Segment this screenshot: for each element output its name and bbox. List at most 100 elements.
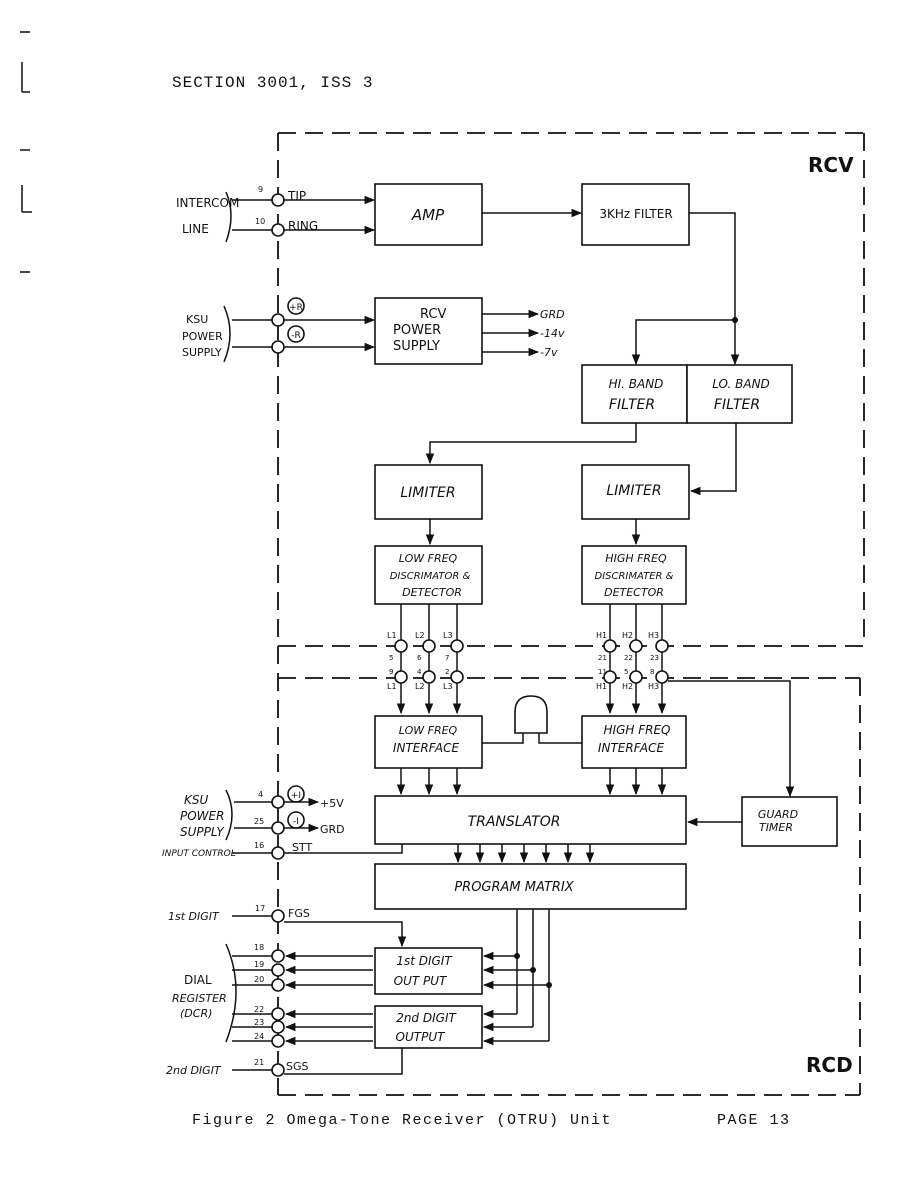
d2-out-label-2: OUTPUT	[396, 1030, 447, 1044]
ring-label: RING	[288, 219, 318, 233]
low-int-label-2: INTERFACE	[393, 741, 460, 755]
rcv-boundary	[278, 132, 865, 647]
dial-register-lines	[232, 949, 373, 1048]
rcd-boundary	[278, 677, 861, 1096]
node-bottom-label: H1	[596, 682, 607, 691]
dcr-terminal	[271, 1007, 285, 1021]
d1-out-label-1: 1st DIGIT	[396, 954, 453, 968]
plus-i-pin: 4	[258, 790, 263, 799]
node-bottom-label: H3	[648, 682, 659, 691]
translator-output-lines	[453, 844, 595, 864]
ksu1-label-2: POWER	[182, 330, 223, 343]
low-disc-label-1: LOW FREQ	[399, 552, 458, 565]
ksu1-brace	[223, 305, 231, 363]
stt-label: STT	[292, 841, 313, 854]
node-bottom-label: L2	[415, 682, 425, 691]
dcr-terminal	[271, 949, 285, 963]
d2-out-label-1: 2nd DIGIT	[396, 1011, 457, 1025]
node-bottom-2	[422, 670, 436, 684]
rcd-label: RCD	[806, 1053, 853, 1077]
minus-i-terminal	[271, 821, 285, 835]
line-label: LINE	[182, 222, 209, 236]
rcv-label: RCV	[808, 153, 854, 177]
intercom-brace	[225, 191, 232, 243]
pin-22: 22	[254, 1005, 264, 1014]
plus-r-terminal	[271, 313, 285, 327]
filter-3khz-label: 3KHz FILTER	[599, 207, 672, 221]
node-bottom-pin: 8	[650, 668, 654, 676]
guard-label-1: GUARD	[758, 808, 798, 821]
plus-i-terminal	[271, 795, 285, 809]
node-bottom-4	[603, 670, 617, 684]
sgs-terminal	[271, 1063, 285, 1077]
high-int-label-1: HIGH FREQ	[604, 723, 671, 737]
ksu2-label-1: KSU	[184, 793, 208, 807]
dial-label-2: REGISTER	[172, 992, 227, 1005]
page-number: PAGE 13	[717, 1112, 791, 1129]
high-disc-label-1: HIGH FREQ	[605, 552, 667, 565]
pin-19: 19	[254, 960, 264, 969]
tip-label: TIP	[287, 189, 306, 203]
dial-brace	[225, 943, 237, 1043]
sgs-label: SGS	[286, 1060, 309, 1073]
node-top-pin: 21	[598, 654, 607, 662]
pin-23: 23	[254, 1018, 264, 1027]
translator-label: TRANSLATOR	[468, 814, 561, 830]
plus-r-symbol	[287, 297, 305, 315]
node-top-6	[655, 639, 669, 653]
dial-label-1: DIAL	[184, 973, 212, 987]
hi-band-filter-block	[581, 364, 688, 424]
and-gate-icon	[514, 695, 548, 734]
pin-18: 18	[254, 943, 264, 952]
v7-output: -7v	[540, 346, 558, 359]
rcv-power-label-2: POWER	[393, 323, 441, 338]
node-top-label: L2	[415, 631, 425, 640]
node-top-label: L1	[387, 631, 397, 640]
node-top-4	[603, 639, 617, 653]
high-int-label-2: INTERFACE	[598, 741, 665, 755]
node-top-label: H3	[648, 631, 659, 640]
program-matrix-lines	[482, 909, 552, 1046]
ring-terminal	[271, 223, 285, 237]
plus-r-label: +R	[289, 303, 303, 313]
node-bottom-pin: 4	[417, 668, 422, 676]
input-control-label: INPUT CONTROL	[162, 849, 236, 859]
node-top-pin: 22	[624, 654, 633, 662]
guard-label-2: TIMER	[759, 821, 793, 834]
low-disc-label-3: DETECTOR	[402, 586, 462, 599]
node-top-pin: 23	[650, 654, 659, 662]
node-bottom-5	[629, 670, 643, 684]
second-digit-output-block	[374, 1005, 483, 1049]
lo-band-filter-block	[686, 364, 793, 424]
node-top-label: H1	[596, 631, 607, 640]
node-top-label: H2	[622, 631, 633, 640]
dcr-terminal	[271, 1020, 285, 1034]
lo-band-label-2: FILTER	[714, 397, 760, 413]
translator-block	[374, 795, 687, 845]
high-freq-interface-block	[581, 715, 687, 769]
node-bottom-pin: 11	[598, 668, 607, 676]
discriminator-output-lines	[400, 604, 663, 641]
program-matrix-block	[374, 863, 687, 910]
node-bottom-label: L3	[443, 682, 453, 691]
node-bottom-6	[655, 670, 669, 684]
program-matrix-label: PROGRAM MATRIX	[454, 880, 574, 895]
tip-pin: 9	[258, 185, 263, 194]
fgs-terminal	[271, 909, 285, 923]
ksu2-label-2: POWER	[180, 809, 224, 823]
minus-r-label: -R	[291, 331, 301, 341]
node-top-pin: 5	[389, 654, 393, 662]
hi-band-label-1: HI. BAND	[609, 377, 664, 391]
node-top-3	[450, 639, 464, 653]
tip-terminal	[271, 193, 285, 207]
ksu2-brace	[225, 789, 233, 841]
dcr-terminal	[271, 963, 285, 977]
plus-i-label: +I	[291, 791, 301, 801]
node-bottom-pin: 2	[445, 668, 449, 676]
minus-i-pin: 25	[254, 817, 264, 826]
node-bottom-label: L1	[387, 682, 397, 691]
filter-3khz-block	[581, 183, 690, 246]
node-top-2	[422, 639, 436, 653]
lo-band-label-1: LO. BAND	[712, 377, 770, 391]
